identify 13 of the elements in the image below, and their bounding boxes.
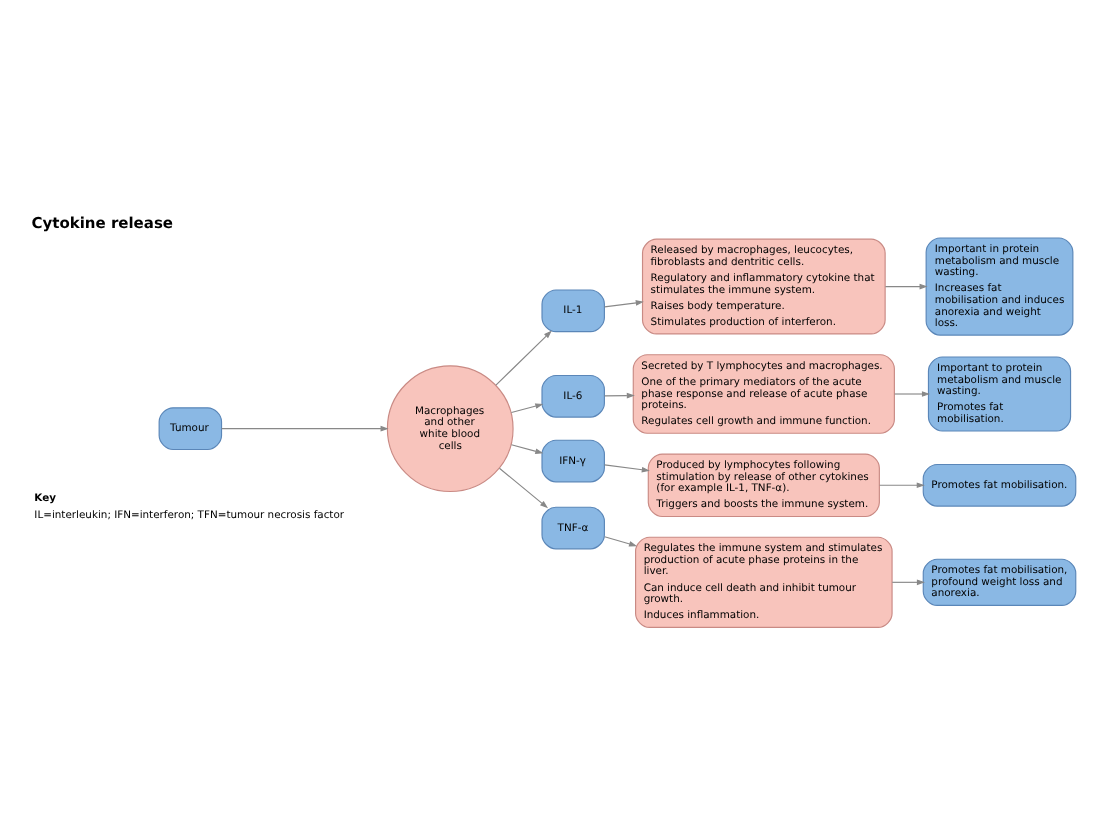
arrow (879, 482, 925, 489)
arrow (604, 536, 638, 547)
arrow (894, 391, 931, 397)
arrow (510, 403, 544, 414)
arrow (604, 300, 644, 308)
arrow (604, 464, 650, 473)
arrow (495, 330, 552, 386)
arrow (884, 283, 928, 290)
arrow (498, 467, 549, 509)
arrow (891, 579, 925, 586)
arrow (220, 425, 389, 432)
arrow (510, 444, 544, 454)
arrow (604, 392, 635, 399)
